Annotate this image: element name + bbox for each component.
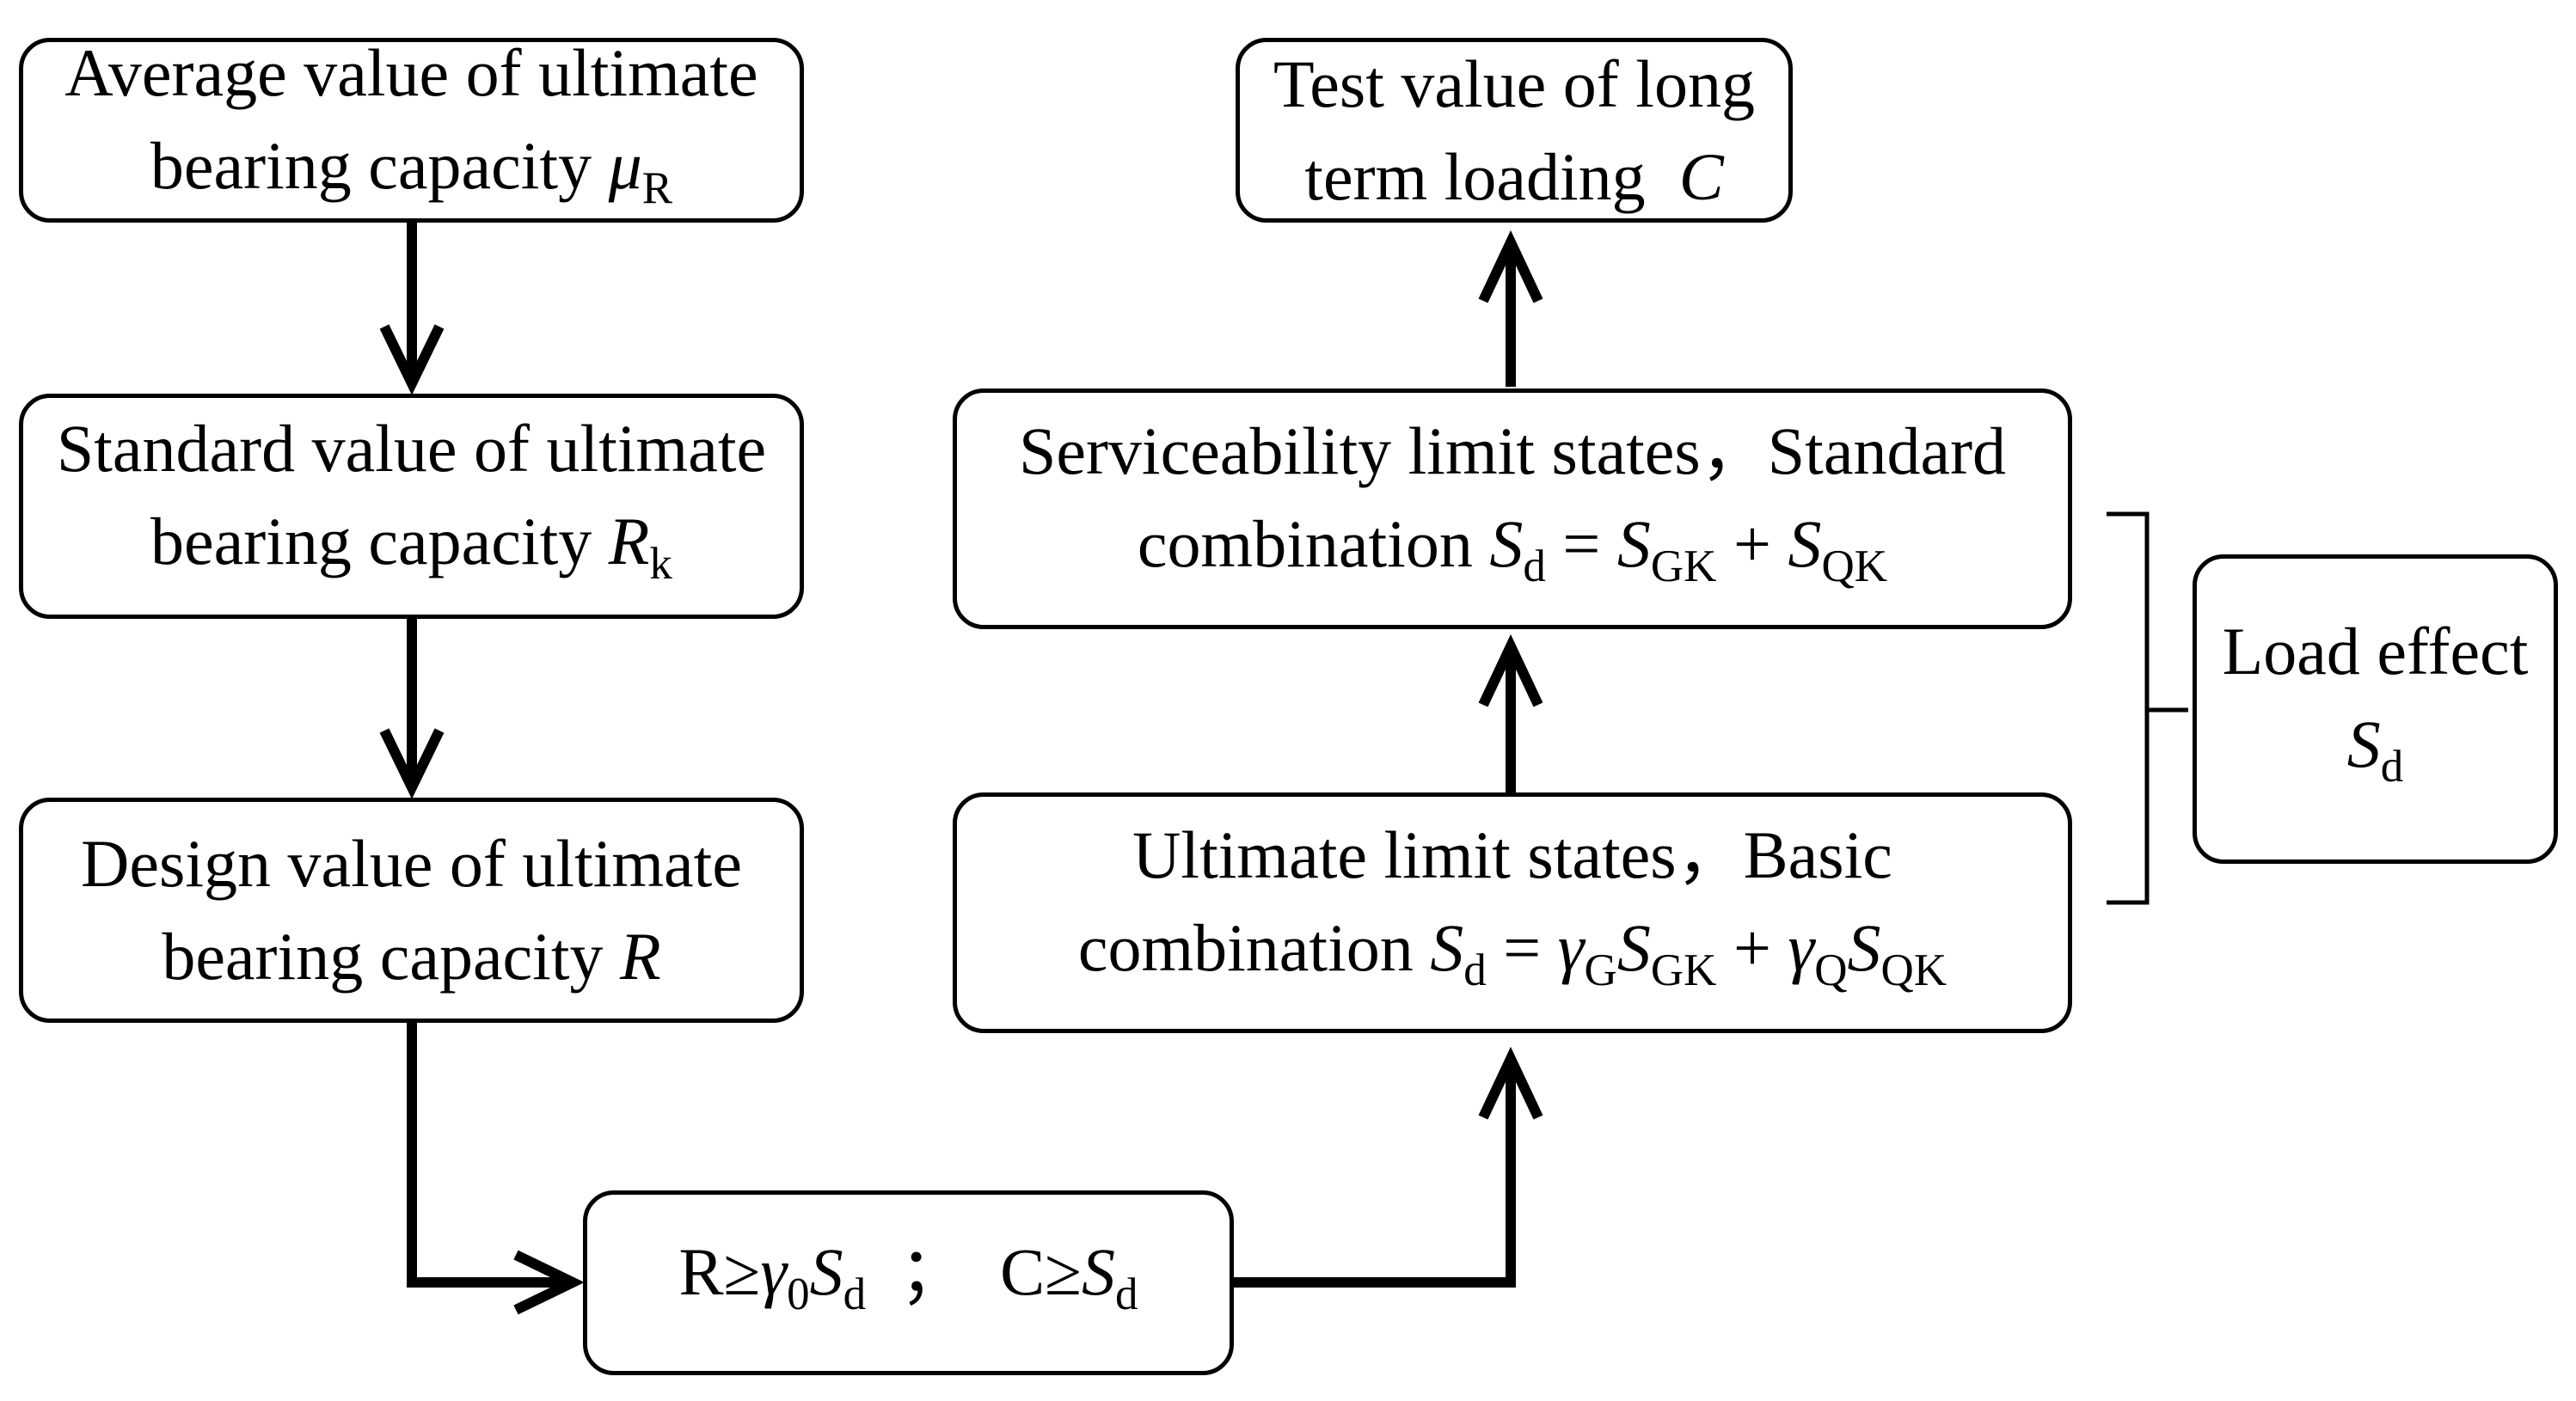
arrowhead-check — [513, 1250, 585, 1315]
arrow-check-to-uls — [1234, 1066, 1516, 1288]
uls-formula: combination Sd = γGSGK + γQSQK — [1077, 910, 1947, 995]
box-load-effect: Load effect Sd — [2193, 554, 2558, 864]
load-effect-label: Load effect — [2222, 614, 2529, 689]
box-design-line2: bearing capacity R — [162, 919, 661, 994]
check-formula: R≥γ0Sd ； C≥Sd — [678, 1233, 1138, 1319]
load-effect-bracket — [2107, 511, 2150, 905]
box-ultimate-limit: Ultimate limit states，Basic combination … — [953, 792, 2072, 1033]
sls-line1: Serviceability limit states，Standard — [1018, 413, 2007, 489]
box-test-line2: term loading C — [1304, 138, 1724, 214]
box-average-line1: Average value of ultimate — [64, 34, 758, 110]
box-standard-value: Standard value of ultimate bearing capac… — [19, 394, 804, 619]
arrowhead-sls — [1478, 633, 1543, 707]
box-check-condition: R≥γ0Sd ； C≥Sd — [583, 1190, 1234, 1375]
box-serviceability-limit: Serviceability limit states，Standard com… — [953, 388, 2072, 629]
box-test-value: Test value of long term loading C — [1236, 38, 1793, 223]
arrowhead-design — [379, 728, 445, 799]
arrowhead-test — [1478, 229, 1543, 303]
arrow-design-to-check — [407, 1023, 567, 1288]
load-effect-symbol: Sd — [2346, 707, 2404, 792]
arrowhead-uls — [1478, 1046, 1543, 1120]
sls-formula: combination Sd = SGK + SQK — [1137, 506, 1888, 591]
uls-line1: Ultimate limit states，Basic — [1132, 817, 1892, 893]
box-design-value: Design value of ultimate bearing capacit… — [19, 798, 804, 1023]
box-standard-line1: Standard value of ultimate — [56, 411, 767, 486]
box-standard-line2: bearing capacity Rk — [150, 504, 672, 589]
box-average-value: Average value of ultimate bearing capaci… — [19, 35, 804, 223]
box-design-line1: Design value of ultimate — [81, 826, 742, 901]
box-test-line1: Test value of long — [1273, 46, 1755, 121]
arrowhead-std — [379, 324, 445, 395]
box-average-line2: bearing capacity μR — [150, 127, 673, 213]
